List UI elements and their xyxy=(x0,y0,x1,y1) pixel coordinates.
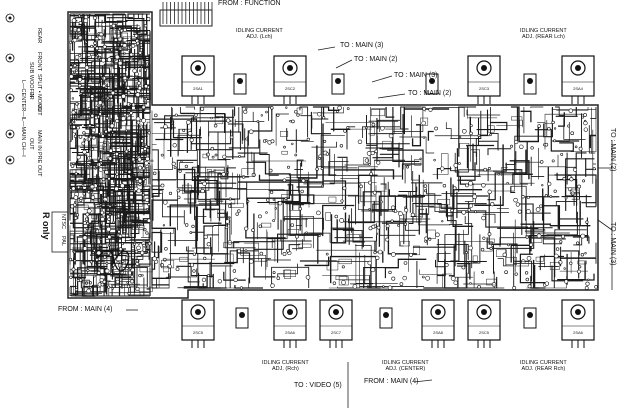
board-outline xyxy=(67,11,599,299)
power-transistor-top-4: 2SA4 xyxy=(561,55,595,104)
label-from-function: FROM : FUNCTION xyxy=(218,0,281,7)
label-pal: PAL xyxy=(60,236,66,246)
label-main-in: MAIN IN xyxy=(36,130,42,151)
label-idling-center: IDLING CURRENT ADJ. (CENTER) xyxy=(382,360,429,372)
svg-text:2SA1: 2SA1 xyxy=(193,86,204,91)
power-transistor-bottom-4: 2SA8 xyxy=(421,299,455,348)
label-idling-rch: IDLING CURRENT ADJ. (Rch) xyxy=(262,360,309,372)
svg-text:2SC5: 2SC5 xyxy=(479,330,490,335)
svg-text:2SC2: 2SC2 xyxy=(285,86,296,91)
ribbon-connector-function xyxy=(159,2,213,27)
jack-5 xyxy=(5,155,15,165)
power-transistor-bottom-2: 2SA6 xyxy=(273,299,307,348)
power-transistor-bottom-3: 2SC7 xyxy=(319,299,353,348)
svg-text:2SA6: 2SA6 xyxy=(573,330,584,335)
driver-transistor-top-3 xyxy=(425,73,439,95)
label-in: IN xyxy=(28,92,34,98)
label-to-main-2-right: TO : MAIN (2) xyxy=(609,128,616,172)
driver-transistor-bottom-3 xyxy=(523,307,537,329)
label-ntsc: NTSC xyxy=(60,214,66,229)
svg-text:2SC3: 2SC3 xyxy=(479,86,490,91)
label-to-video-5: TO : VIDEO (5) xyxy=(294,382,342,389)
label-center: L—CENTER—I xyxy=(20,80,26,119)
label-from-main-4-left: FROM : MAIN (4) xyxy=(58,306,113,313)
label-out-1: OUT xyxy=(36,104,42,116)
label-front: FRONT xyxy=(36,52,42,71)
svg-text:2SC5: 2SC5 xyxy=(193,330,204,335)
circuit-traces xyxy=(5,13,598,297)
jack-3 xyxy=(5,93,15,103)
jack-4 xyxy=(5,129,15,139)
driver-transistor-bottom-1 xyxy=(235,307,249,329)
leader-lines xyxy=(126,2,613,408)
power-transistor-top-2: 2SC2 xyxy=(273,55,307,104)
label-to-main-2-a: TO : MAIN (2) xyxy=(354,56,398,63)
label-from-main-4-bottom: FROM : MAIN (4) xyxy=(364,378,419,385)
label-idling-lch: IDLING CURRENT ADJ. (Lch) xyxy=(236,28,283,40)
driver-transistor-top-1 xyxy=(233,73,247,95)
jack-1 xyxy=(5,13,15,23)
label-to-main-3-a: TO : MAIN (3) xyxy=(340,42,384,49)
label-to-main-3-b: TO : MAIN (3) xyxy=(394,72,438,79)
driver-transistor-bottom-2 xyxy=(379,307,393,329)
power-transistor-bottom-5: 2SC5 xyxy=(467,299,501,348)
power-transistor-top-3: 2SC3 xyxy=(467,55,501,104)
jack-2 xyxy=(5,53,15,63)
label-to-main-2-b: TO : MAIN (2) xyxy=(408,90,452,97)
svg-text:2SA4: 2SA4 xyxy=(573,86,584,91)
label-out-2: OUT xyxy=(28,138,34,150)
power-transistor-bottom-6: 2SA6 xyxy=(561,299,595,348)
label-pre-out: PRE OUT xyxy=(36,152,42,177)
label-l-main-ch: L—MAIN CH—I xyxy=(20,118,26,157)
label-idling-rear-rch: IDLING CURRENT ADJ. (REAR Rch) xyxy=(520,360,567,372)
label-r-only: R only xyxy=(41,212,51,240)
power-transistor-bottom-1: 2SC5 xyxy=(181,299,215,348)
driver-transistor-top-2 xyxy=(331,73,345,95)
label-rear: REAR xyxy=(36,28,42,44)
driver-transistor-top-4 xyxy=(523,73,537,95)
power-transistor-top-1: 2SA1 xyxy=(181,55,215,104)
ntsc-pal-box xyxy=(51,211,69,253)
label-idling-rear-lch: IDLING CURRENT ADJ. (REAR Lch) xyxy=(520,28,567,40)
svg-text:2SC7: 2SC7 xyxy=(331,330,342,335)
label-to-main-3-right: TO : MAIN (3) xyxy=(609,222,616,266)
svg-text:2SA8: 2SA8 xyxy=(433,330,444,335)
svg-text:2SA6: 2SA6 xyxy=(285,330,296,335)
